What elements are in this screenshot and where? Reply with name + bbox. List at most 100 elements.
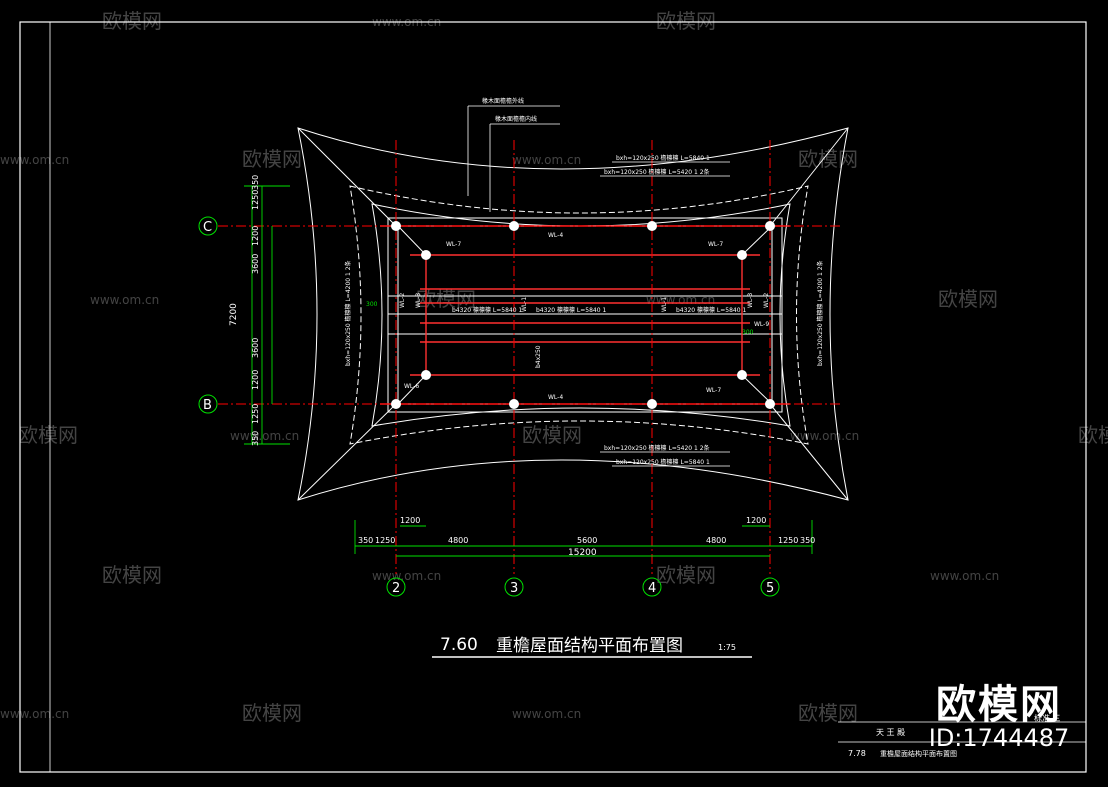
logo-id: ID:1744487 [928, 724, 1070, 752]
title-scale: 1:75 [718, 643, 736, 652]
title-text: 重檐屋面结构平面布置图 [496, 636, 683, 656]
dim-bottom-segment: 350 [358, 536, 373, 545]
drawing-meta: 标准 三 [1034, 713, 1061, 723]
dim-left-segment: 1250 [251, 404, 260, 424]
beam-label-wl7-br: WL-7 [706, 387, 721, 394]
watermark-brand: 欧模网 [242, 701, 302, 725]
dimension-lines [244, 185, 813, 557]
dim-left-segment: 1200 [251, 370, 260, 390]
beam-label-wl7-tr: WL-7 [708, 241, 723, 248]
drawing-title: 7.60 重檐屋面结构平面布置图 1:75 [432, 635, 752, 658]
beam-label-wl6-bl: WL-6 [404, 383, 419, 390]
axis-label-B: B [203, 398, 212, 413]
dim-bottom-segment: 5600 [577, 536, 597, 545]
axis-bubble-4 [642, 577, 662, 597]
annotations: 椽木面檐檐外线 椽木面檐檐内线 bxh=120x250 檐檩檩 L=5840 1… [344, 97, 824, 467]
axis-bubble-2 [386, 577, 406, 597]
column [391, 221, 401, 231]
columns [391, 221, 775, 409]
dim-left-segment: 3600 [251, 338, 260, 358]
column [421, 370, 431, 380]
axis-label-5: 5 [766, 581, 774, 596]
dim-bottom-segment: 350 [800, 536, 815, 545]
axis-bubble-3 [504, 577, 524, 597]
drawing-name: 重檐屋面结构平面布置图 [880, 749, 957, 758]
mid-beam-note-2: b4320 檩檩檩 L=5840 1 [536, 306, 606, 314]
beam-label-wl4-top: WL-4 [548, 232, 563, 239]
beam-label-wl2-left: WL-2 [399, 293, 406, 308]
drawing-frame-inner [49, 21, 1087, 773]
dim-left-segment: 1200 [251, 226, 260, 246]
column [737, 250, 747, 260]
beam-label-wl7-tl: WL-7 [446, 241, 461, 248]
dim-left-segment: 350 [251, 431, 260, 446]
column [421, 250, 431, 260]
dim-left-total: 7200 [229, 303, 239, 326]
axis-label-3: 3 [510, 581, 518, 596]
top-beam-note-1: bxh=120x250 檐檩檩 L=5840 1 [616, 154, 710, 162]
axis-label-C: C [203, 220, 212, 235]
mid-column-note: b4x250 [535, 345, 542, 368]
watermark-url: www.om.cn [512, 153, 581, 167]
column [647, 399, 657, 409]
value-300-left: 300 [366, 301, 378, 308]
value-300-right: 300 [742, 329, 754, 336]
watermark-url: www.om.cn [372, 569, 441, 583]
right-side-beam-note: bxh=120x250 檐檩檩 L=4200 1 2条 [816, 260, 824, 366]
dim-bottom-total: 15200 [568, 548, 597, 558]
watermark-brand: 欧模网 [522, 423, 582, 447]
mid-beam-note-3: b4320 檩檩檩 L=5840 1 [676, 306, 746, 314]
watermark-url: www.om.cn [0, 707, 69, 721]
left-side-beam-note: bxh=120x250 檐檩檩 L=4200 1 2条 [344, 260, 352, 366]
roof-outline [297, 127, 849, 501]
dim-bottom-segment: 1250 [778, 536, 798, 545]
axis-bubble-5 [760, 577, 780, 597]
dim-bottom-offset-right: 1200 [746, 516, 766, 525]
column [737, 370, 747, 380]
watermark-brand: 欧模网 [798, 701, 858, 725]
dim-bottom-segment: 1250 [375, 536, 395, 545]
axis-bubble-C [198, 216, 218, 236]
column [765, 399, 775, 409]
watermark-brand: 欧模网 [242, 147, 302, 171]
column [765, 221, 775, 231]
title-number: 7.60 [440, 635, 478, 655]
watermark-brand: 欧模网 [1078, 423, 1108, 447]
drawing-number: 7.78 [848, 749, 866, 758]
title-block: 天 王 殿 标准 三 7.78 重檐屋面结构平面布置图 [838, 713, 1086, 758]
watermark-url: www.om.cn [930, 569, 999, 583]
beam-label-wl3-right: WL-3 [747, 293, 754, 308]
logo-stamp: 欧模网 ID:1744487 [926, 672, 1072, 782]
bottom-beam-note-1: bxh=120x250 檐檩檩 L=5420 1 2条 [604, 444, 710, 452]
watermark-brand: 欧模网 [656, 9, 716, 33]
beam-label-wl3-left: WL-3 [415, 293, 422, 308]
watermark-brand: 欧模网 [798, 147, 858, 171]
column [391, 399, 401, 409]
watermark-url: www.om.cn [230, 429, 299, 443]
watermark-url: www.om.cn [646, 293, 715, 307]
dim-bottom-segment: 4800 [706, 536, 726, 545]
watermark-brand: 欧模网 [938, 287, 998, 311]
watermark-layer: 欧模网欧模网欧模网欧模网欧模网欧模网欧模网欧模网欧模网欧模网欧模网欧模网欧模网w… [0, 9, 1108, 725]
watermark-brand: 欧模网 [102, 563, 162, 587]
building-name: 天 王 殿 [876, 728, 905, 737]
column [647, 221, 657, 231]
dim-bottom-segment: 4800 [448, 536, 468, 545]
beam-label-wl1-b: WL-1 [661, 297, 668, 312]
dim-left-segment: 350 [251, 175, 260, 190]
watermark-brand: 欧模网 [102, 9, 162, 33]
watermark-url: www.om.cn [90, 293, 159, 307]
beam-label-wl1: WL-1 [521, 297, 528, 312]
dim-bottom-offset-left: 1200 [400, 516, 420, 525]
watermark-brand: 欧模网 [18, 423, 78, 447]
axis-bubble-B [198, 394, 218, 414]
bottom-beam-note-2: bxh=120x250 檐檩檩 L=5840 1 [616, 458, 710, 466]
column [509, 399, 519, 409]
inner-line-note: 椽木面檐檐内线 [495, 115, 537, 123]
logo-brand: 欧模网 [936, 682, 1062, 728]
beam-label-wl4-bottom: WL-4 [548, 394, 563, 401]
top-beam-note-2: bxh=120x250 檐檩檩 L=5420 1 2条 [604, 168, 710, 176]
